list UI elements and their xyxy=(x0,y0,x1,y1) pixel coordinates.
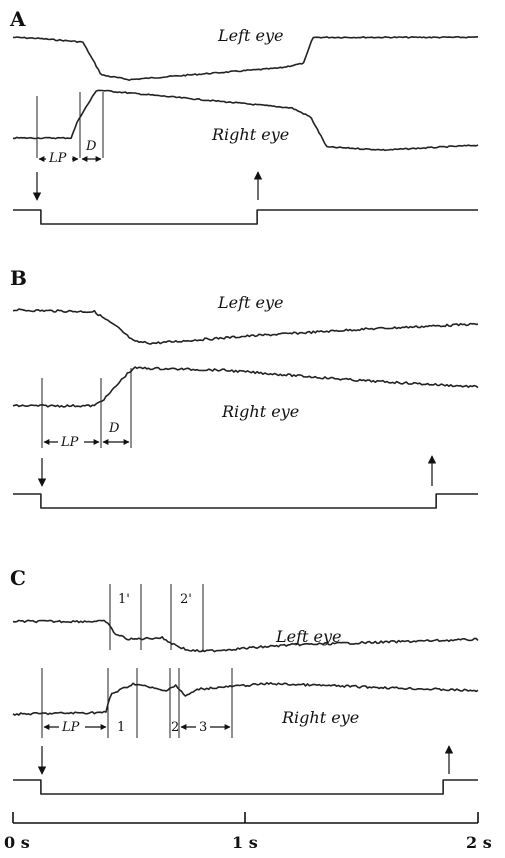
panel-a-d-label-bg xyxy=(84,138,99,152)
time-axis-tick-label-1: 1 s xyxy=(232,833,258,852)
panel-a-d-label: D xyxy=(85,139,97,154)
time-axis-tick-label-0: 0 s xyxy=(4,833,30,852)
panel-label-c: C xyxy=(10,566,26,590)
panel-c-stimulus-trace xyxy=(13,779,478,795)
panel-c-left-eye-trace xyxy=(12,619,479,653)
panel-b-lp-label-bg xyxy=(58,433,84,449)
panel-a-stimulus-trace xyxy=(13,209,478,225)
panel-c-3-label-bg xyxy=(196,718,210,734)
panel-c-lp-label: LP xyxy=(61,720,80,735)
panel-c-label-2-prime: 2' xyxy=(180,592,192,607)
panel-c-lp-label-bg xyxy=(59,718,85,734)
panel-c-right-eye-trace xyxy=(12,682,479,716)
panel-c-label-3: 3 xyxy=(199,720,207,735)
panel-b-lp-label: LP xyxy=(60,435,79,450)
panel-b-stimulus-trace xyxy=(13,493,478,509)
panel-b-right-eye-label: Right eye xyxy=(221,402,299,421)
panel-c-label-1: 1 xyxy=(117,720,125,735)
panel-b-left-eye-trace xyxy=(12,308,479,345)
panel-b-right-eye-trace xyxy=(12,366,479,408)
panel-a-left-eye-label: Left eye xyxy=(217,26,284,45)
panel-c-label-2: 2 xyxy=(171,720,179,735)
panel-c-right-eye-label: Right eye xyxy=(281,708,359,727)
panel-c-left-eye-label: Left eye xyxy=(275,627,342,646)
panel-c-label-1-prime: 1' xyxy=(118,592,130,607)
panel-a-right-eye-trace xyxy=(12,89,479,152)
panel-a-lp-label: LP xyxy=(48,151,67,166)
panel-b-left-eye-label: Left eye xyxy=(217,293,284,312)
panel-label-b: B xyxy=(10,266,27,290)
panel-a-left-eye-trace xyxy=(12,36,479,81)
panel-b-d-label: D xyxy=(108,421,120,436)
panel-a-right-eye-label: Right eye xyxy=(211,125,289,144)
panel-label-a: A xyxy=(9,7,26,31)
panel-a-lp-label-bg xyxy=(46,150,72,166)
time-axis-tick-label-2: 2 s xyxy=(466,833,492,852)
